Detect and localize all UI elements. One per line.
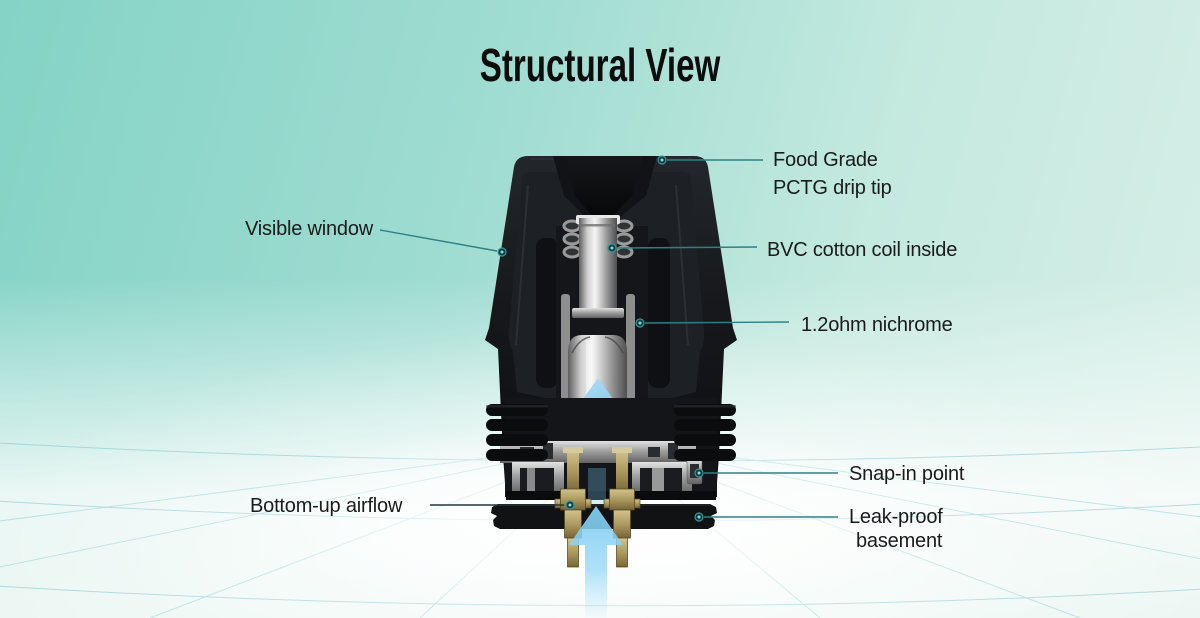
contact-pin-left (554, 488, 592, 568)
callout-label-nichrome-text: 1.2ohm nichrome (801, 314, 953, 336)
callout-dot-visible-window (497, 247, 507, 257)
side-ribs (486, 404, 736, 461)
chimney-upper-tube (579, 218, 617, 312)
callout-label-leak-proof-line1: Leak-proof (849, 506, 943, 528)
callout-label-food-grade: Food Grade PCTG drip tip (773, 146, 892, 202)
callout-lines (379, 159, 838, 518)
page-title-text: Structural View (479, 39, 721, 91)
callout-dot-bvc-coil (607, 243, 617, 253)
window-edge-left (515, 184, 529, 346)
callout-label-food-grade-line2: PCTG drip tip (773, 177, 892, 199)
airflow-channel (588, 468, 606, 506)
callout-label-snap-in-text: Snap-in point (849, 463, 965, 485)
callout-label-food-grade-line1: Food Grade (773, 149, 878, 171)
callout-label-bottom-airflow: Bottom-up airflow (250, 493, 402, 519)
page-title: Structural View (0, 42, 1200, 88)
atomizer-arm-left (561, 294, 570, 400)
callout-label-leak-proof-line2: basement (856, 530, 943, 552)
window-pillar-right (648, 238, 670, 388)
callout-dots (497, 155, 704, 522)
callout-label-leak-proof: Leak-proof basement (849, 505, 943, 553)
callout-label-bvc-coil-text: BVC cotton coil inside (767, 239, 958, 261)
callout-dot-food-grade (657, 155, 667, 165)
callout-line-visible-window (379, 229, 498, 252)
window-pillar-left (536, 238, 558, 388)
contact-pin-right (603, 488, 641, 568)
pin-stem-right (616, 450, 628, 492)
callout-label-bvc-coil: BVC cotton coil inside (767, 237, 957, 263)
callout-line-nichrome (644, 321, 790, 324)
drip-tip-funnel (553, 156, 657, 226)
callout-dot-nichrome (635, 318, 645, 328)
callout-dot-leak-proof (694, 512, 704, 522)
callout-dot-snap-in (694, 468, 704, 478)
callout-label-bottom-airflow-text: Bottom-up airflow (250, 495, 403, 517)
pin-stem-left (567, 450, 579, 492)
callout-label-snap-in: Snap-in point (849, 461, 964, 487)
atomizer-arm-right (626, 294, 635, 400)
pod-device (485, 156, 737, 618)
callout-label-visible-window-text: Visible window (245, 218, 374, 240)
callout-label-nichrome: 1.2ohm nichrome (801, 312, 953, 338)
chimney-flange (572, 308, 624, 318)
airflow-arrow-lower (569, 506, 623, 618)
callout-line-bvc-coil (616, 246, 758, 249)
callout-label-visible-window: Visible window (245, 216, 373, 242)
window-edge-right (675, 184, 689, 346)
callout-dot-bottom-airflow (565, 500, 575, 510)
contact-pins (554, 488, 641, 568)
